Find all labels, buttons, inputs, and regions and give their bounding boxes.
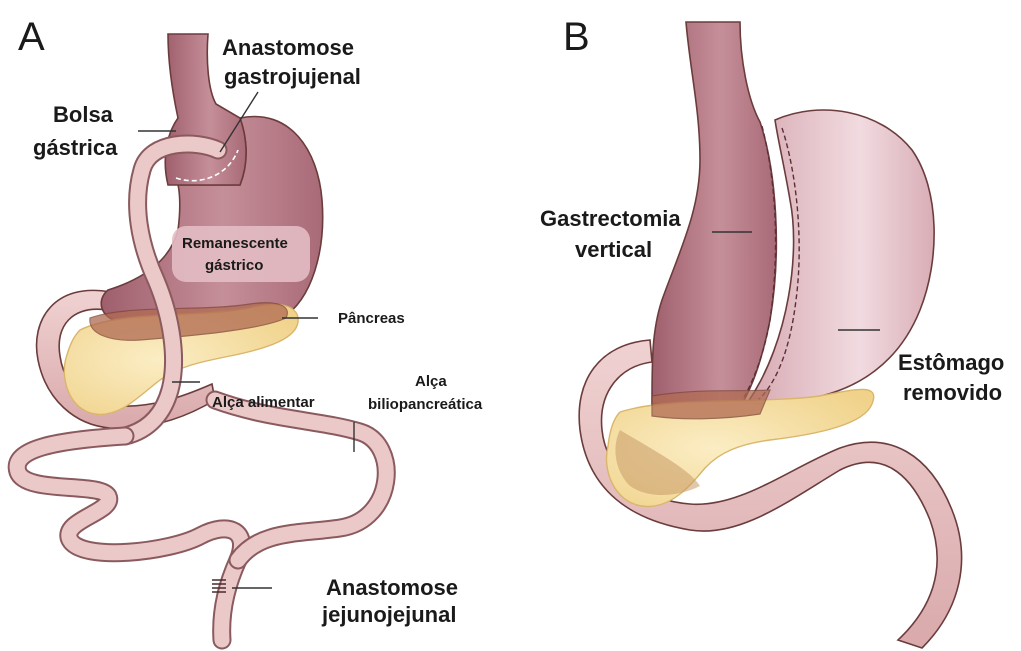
label-anast-jj-line1: Anastomose bbox=[326, 575, 458, 600]
label-anast-jj-line2: jejunojejunal bbox=[321, 602, 456, 627]
label-gastrectomia-line2: vertical bbox=[575, 237, 652, 262]
pancreas-b bbox=[606, 389, 873, 506]
panel-b: B Gastrectomia vertical Estômago bbox=[540, 15, 1004, 648]
panel-a-letter: A bbox=[18, 15, 45, 59]
label-pancreas: Pâncreas bbox=[338, 310, 405, 327]
label-estomago-line2: removido bbox=[903, 380, 1002, 405]
label-bolsa-line2: gástrica bbox=[33, 135, 118, 160]
label-alca-bilio-line1: Alça bbox=[415, 373, 447, 390]
label-alca-alimentar: Alça alimentar bbox=[212, 394, 315, 411]
label-bolsa-line1: Bolsa bbox=[53, 102, 114, 127]
label-remanescente-line1: Remanescente bbox=[182, 235, 288, 252]
label-anast-gj-line1: Anastomose bbox=[222, 35, 354, 60]
label-estomago-line1: Estômago bbox=[898, 350, 1004, 375]
label-gastrectomia-line1: Gastrectomia bbox=[540, 206, 681, 231]
label-alca-bilio-line2: biliopancreática bbox=[368, 396, 483, 413]
label-anast-gj-line2: gastrojujenal bbox=[224, 64, 361, 89]
label-remanescente-line2: gástrico bbox=[205, 257, 263, 274]
panel-a: A bbox=[17, 15, 483, 640]
panel-b-letter: B bbox=[563, 15, 590, 59]
